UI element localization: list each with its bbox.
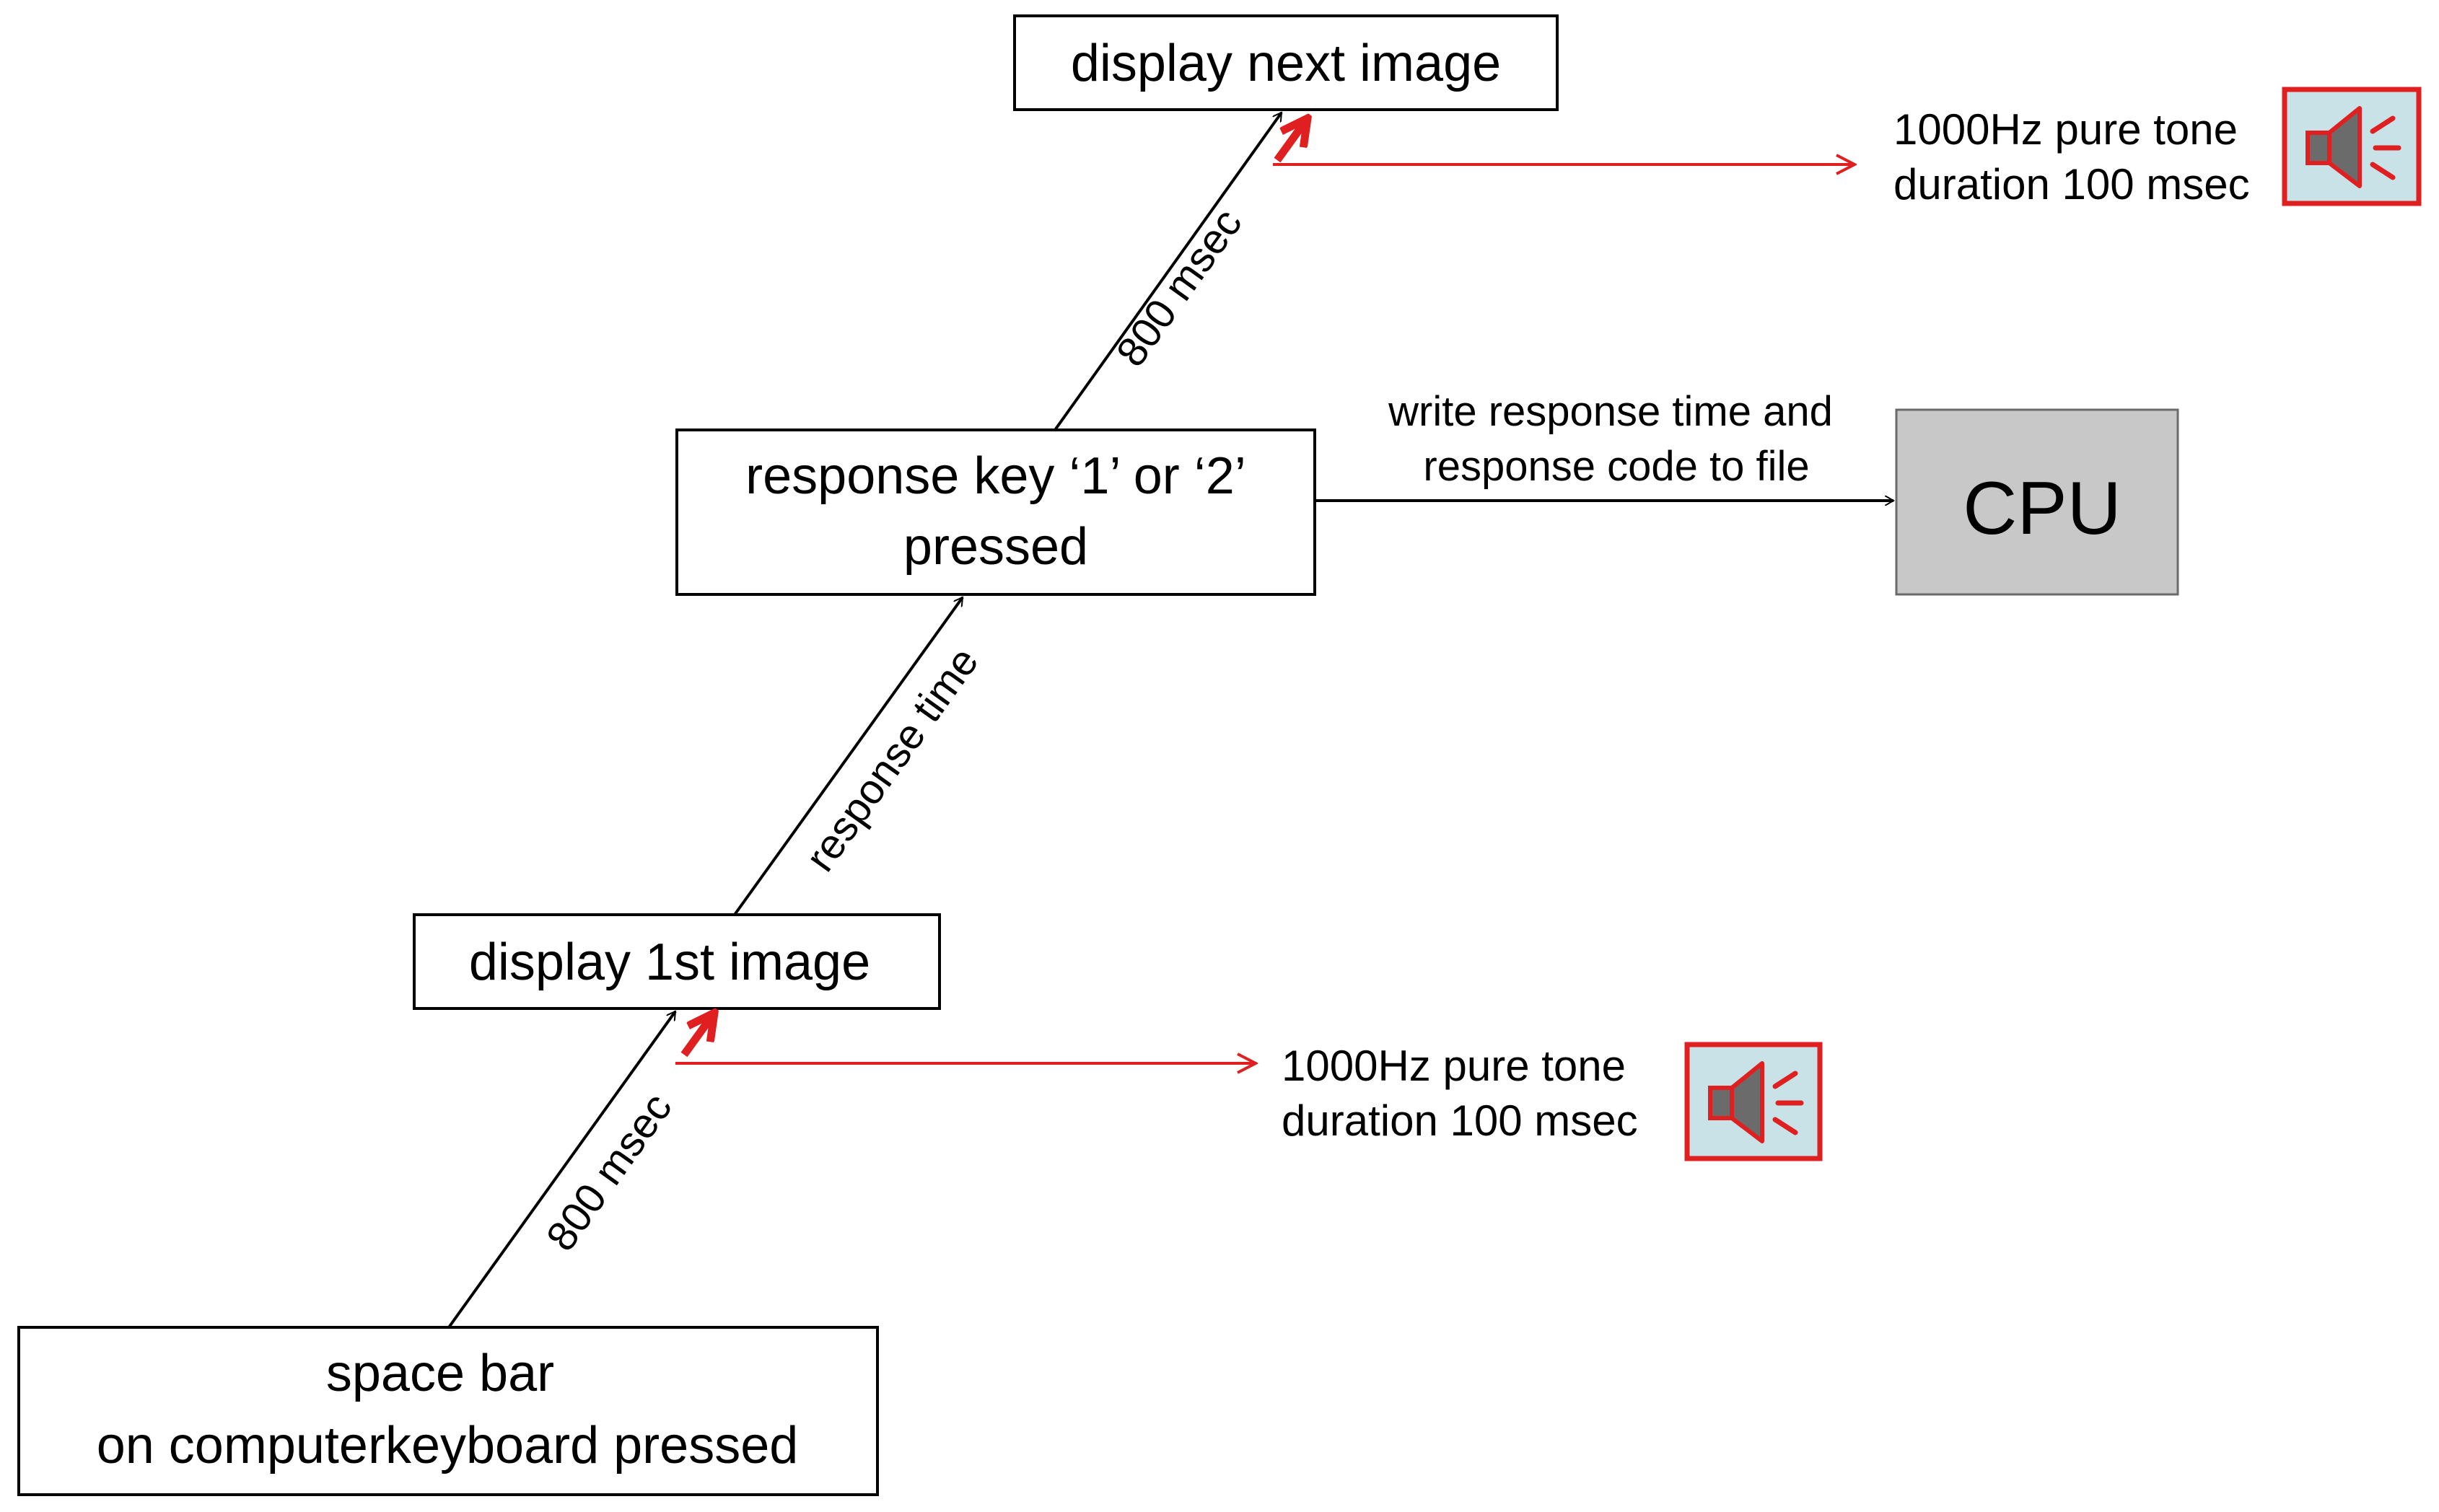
speaker-icon — [2282, 87, 2422, 206]
space-bar-node: space bar on computerkeyboard pressed — [17, 1326, 879, 1496]
tone-trigger-lower-tick — [680, 1013, 714, 1058]
arrow-first-image-to-response — [733, 597, 964, 916]
cpu-node: CPU — [1895, 408, 2179, 596]
first-image-node: display 1st image — [413, 913, 941, 1010]
arrow-space-to-first-image — [447, 1011, 677, 1329]
lower-tone-line2: duration 100 msec — [1282, 1096, 1638, 1145]
next-image-label: display next image — [1071, 35, 1501, 92]
next-image-node: display next image — [1013, 14, 1559, 111]
tone-trigger-upper-tick — [1274, 118, 1308, 163]
write-label-line1: write response time and — [1388, 388, 1833, 435]
first-image-label: display 1st image — [469, 933, 870, 991]
response-time-label: response time — [797, 639, 988, 880]
write-label-line2: response code to file — [1423, 443, 1809, 490]
response-key-label-line2: pressed — [903, 518, 1088, 576]
response-key-node: response key ‘1’ or ‘2’ pressed — [675, 428, 1316, 596]
cpu-label: CPU — [1963, 467, 2121, 550]
lower-tone-line1: 1000Hz pure tone — [1282, 1042, 1626, 1090]
space-bar-label-line2: on computerkeyboard pressed — [97, 1417, 799, 1474]
arrow-response-to-next-image — [1054, 113, 1283, 431]
upper-tone-line2: duration 100 msec — [1893, 160, 2250, 208]
response-key-label-line1: response key ‘1’ or ‘2’ — [745, 447, 1246, 505]
space-bar-label-line1: space bar — [326, 1345, 554, 1402]
second-delay-label: 800 msec — [1108, 200, 1251, 374]
upper-tone-line1: 1000Hz pure tone — [1893, 105, 2238, 154]
speaker-icon — [1684, 1042, 1823, 1161]
